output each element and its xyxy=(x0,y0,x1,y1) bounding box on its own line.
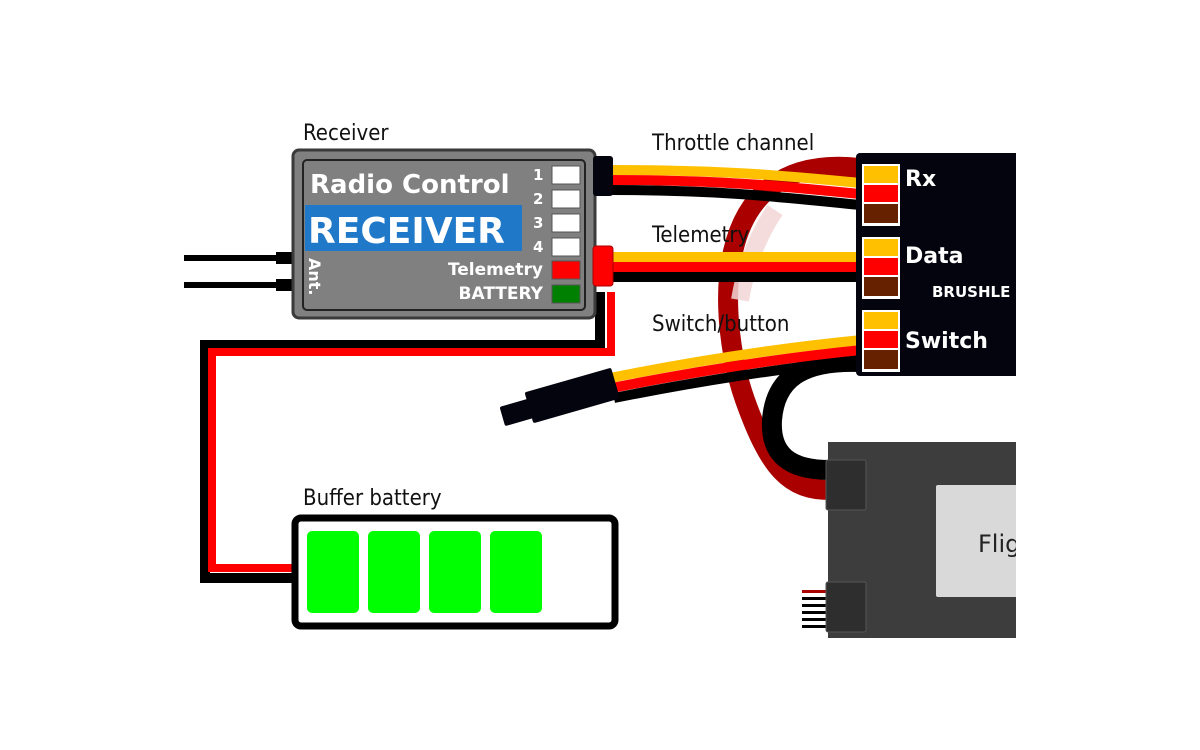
esc-port-switch-label: Switch xyxy=(905,329,988,354)
antenna-label: Ant. xyxy=(305,258,324,296)
receiver-title-line2: RECEIVER xyxy=(308,211,505,252)
channel-3-label: 3 xyxy=(533,214,543,232)
telemetry-port-label: Telemetry xyxy=(448,260,543,280)
telemetry-connector[interactable] xyxy=(592,245,614,287)
channel-2-port[interactable] xyxy=(551,189,581,209)
receiver-label: Receiver xyxy=(303,121,389,146)
brushless-esc: Rx Data BRUSHLE Switch xyxy=(856,153,1056,376)
channel-4-label: 4 xyxy=(533,238,543,256)
image-crop-mask xyxy=(1016,0,1200,750)
throttle-connector[interactable] xyxy=(593,156,613,196)
throttle-channel-cable xyxy=(609,165,861,210)
throttle-channel-label: Throttle channel xyxy=(651,131,814,156)
fc-label: Flig xyxy=(978,530,1020,558)
receiver-title-line1: Radio Control xyxy=(310,170,509,200)
esc-port-rx[interactable] xyxy=(862,164,900,226)
buffer-battery-label: Buffer battery xyxy=(303,486,442,511)
telemetry-label: Telemetry xyxy=(651,223,750,248)
battery-wires xyxy=(200,292,615,583)
telemetry-port[interactable] xyxy=(551,260,581,280)
fc-pin-connector[interactable] xyxy=(825,581,867,633)
antenna-wires xyxy=(184,252,296,291)
switch-button-label: Switch/button xyxy=(652,312,789,337)
battery-port[interactable] xyxy=(551,284,581,304)
battery-cell xyxy=(490,531,542,613)
buffer-battery xyxy=(291,514,619,630)
esc-port-switch[interactable] xyxy=(862,310,900,372)
telemetry-cable xyxy=(610,252,862,282)
esc-port-data[interactable] xyxy=(862,237,900,299)
receiver: Radio Control RECEIVER Ant. 1 2 3 4 Tele… xyxy=(291,148,597,320)
fc-power-connector[interactable] xyxy=(825,459,867,511)
esc-port-rx-label: Rx xyxy=(905,167,936,192)
channel-1-label: 1 xyxy=(533,166,543,184)
battery-cell xyxy=(307,531,359,613)
channel-3-port[interactable] xyxy=(551,213,581,233)
switch-connector-plug[interactable] xyxy=(498,368,620,431)
channel-2-label: 2 xyxy=(533,190,543,208)
battery-cells xyxy=(307,531,542,613)
fc-pin-header-wires xyxy=(802,590,828,628)
receiver-title-band xyxy=(305,205,522,251)
switch-cable xyxy=(609,335,863,403)
channel-4-port[interactable] xyxy=(551,237,581,257)
battery-cell xyxy=(429,531,481,613)
esc-name: BRUSHLE xyxy=(932,283,1010,301)
battery-cell xyxy=(368,531,420,613)
esc-port-data-label: Data xyxy=(905,244,963,269)
battery-port-label: BATTERY xyxy=(459,284,544,304)
channel-1-port[interactable] xyxy=(551,165,581,185)
